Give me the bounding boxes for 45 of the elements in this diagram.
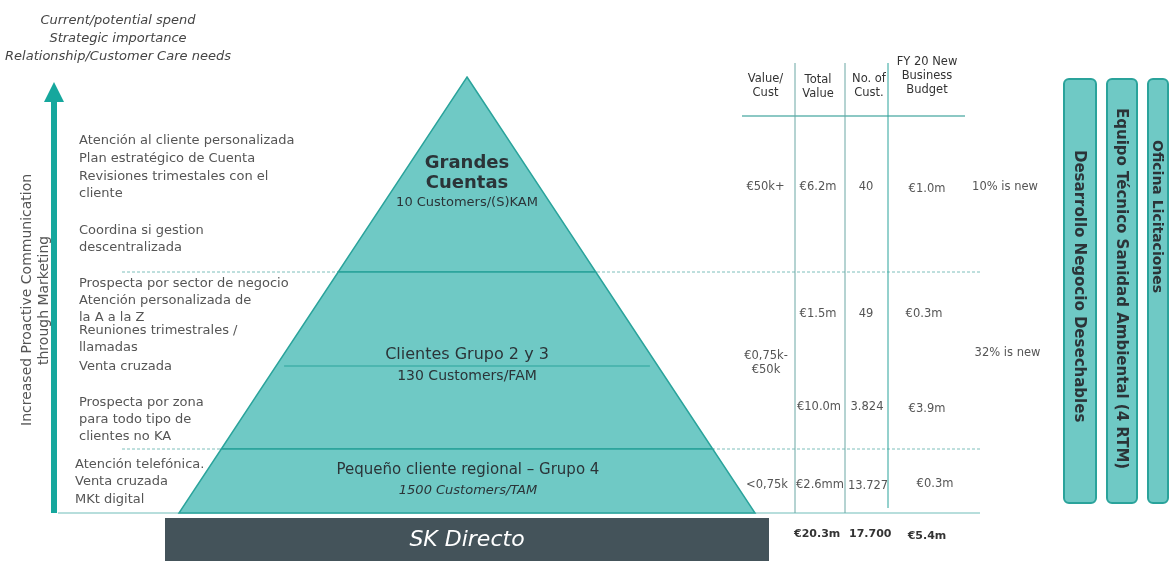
table-value: €1.5m [798,306,838,320]
team-bar: Oficina Licitaciones [1147,78,1169,504]
team-bar: Equipo Técnico Sanidad Ambiental (4 RTM) [1106,78,1138,504]
note-text: Prospecta por sector de negocio [79,274,290,291]
table-value: €1.0m [907,181,947,195]
note-text: Revisiones trimestales con el cliente [79,167,270,201]
note-text: Venta cruzada [79,357,174,374]
note-text: Atención personalizada de la A a la Z [79,291,253,324]
total-value: €5.4m [906,528,948,544]
column-header: Total Value [801,72,835,100]
table-value: €10.0m [796,399,842,413]
table-value: 13.727 [846,478,890,492]
note-text: Plan estratégico de Cuenta [79,149,257,166]
table-value: €6.2m [798,179,838,193]
table-value: €0,75k- €50k [743,348,789,376]
note-text: Atención al cliente personalizada [79,131,296,148]
note-text: Coordina si gestion descentralizada [79,221,205,255]
table-value: 10% is new [971,179,1039,193]
note-text: MKt digital [75,490,146,507]
total-value: 17.700 [849,526,889,542]
axis-label: Increased Proactive Communication through Marketing [18,172,52,429]
table-value: 32% is new [973,345,1042,359]
table-value: 49 [857,306,875,320]
note-text: Venta cruzada [75,472,170,489]
column-header: Value/ Cust [746,71,785,99]
base-bar: SK Directo [165,518,769,561]
column-header: FY 20 New Business Budget [895,54,959,96]
table-value: €3.9m [907,401,947,415]
heading-text: Current/potential spend [39,11,197,28]
note-text: Atención telefónica. [75,455,206,472]
table-value: 3.824 [849,399,885,413]
total-value: €20.3m [794,526,840,542]
heading-text: Strategic importance [48,29,188,46]
table-value: €0.3m [904,306,944,320]
table-value: 40 [857,179,875,193]
team-bar: Desarrollo Negocio Desechables [1063,78,1097,504]
heading-text: Relationship/Customer Care needs [4,47,232,64]
table-value: <0,75k [745,477,789,491]
table-value: €2.6mm [796,477,842,491]
pyramid-tier: Grandes Cuentas 10 Customers/(S)KAM [338,77,596,272]
column-header: No. of Cust. [851,71,887,99]
note-text: Reuniones trimestrales / llamadas [79,321,239,355]
table-value: €0.3m [915,476,955,490]
table-value: €50k+ [745,179,786,193]
note-text: Prospecta por zona para todo tipo de clientes no KA [79,393,205,444]
